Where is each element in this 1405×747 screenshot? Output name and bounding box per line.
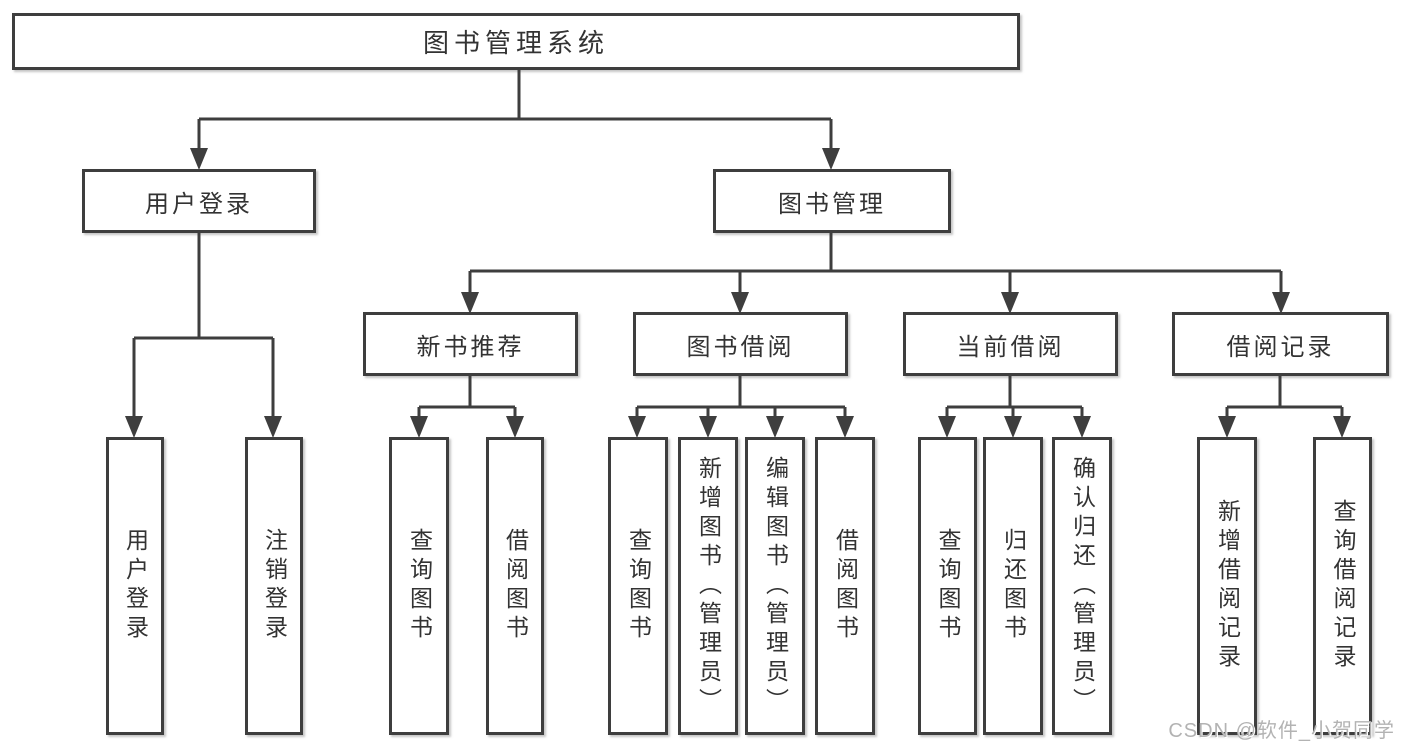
leaf-borrowing-add-books-admin-label: 新增图书（管理员） xyxy=(695,455,722,717)
leaf-logout: 注销登录 xyxy=(245,437,303,735)
node-borrow-records: 借阅记录 xyxy=(1172,312,1389,376)
leaf-records-query-record: 查询借阅记录 xyxy=(1313,437,1372,735)
node-new-book-recommend-label: 新书推荐 xyxy=(416,333,525,361)
node-book-borrowing: 图书借阅 xyxy=(633,312,848,376)
csdn-watermark: CSDN @软件_小贺同学 xyxy=(1168,720,1395,742)
node-borrow-records-label: 借阅记录 xyxy=(1226,333,1335,361)
leaf-current-query-books-label: 查询图书 xyxy=(935,528,961,644)
root-node-label: 图书管理系统 xyxy=(422,28,609,58)
leaf-recommend-borrow-books: 借阅图书 xyxy=(486,437,544,735)
node-current-borrowing-label: 当前借阅 xyxy=(956,333,1065,361)
leaf-borrowing-edit-books-admin-label: 编辑图书（管理员） xyxy=(762,455,789,717)
node-user-login: 用户登录 xyxy=(82,169,316,233)
leaf-current-confirm-return-admin: 确认归还（管理员） xyxy=(1052,437,1112,735)
leaf-records-query-record-label: 查询借阅记录 xyxy=(1330,499,1356,673)
leaf-borrowing-edit-books-admin: 编辑图书（管理员） xyxy=(745,437,805,735)
leaf-borrowing-query-books: 查询图书 xyxy=(608,437,668,735)
leaf-borrowing-add-books-admin: 新增图书（管理员） xyxy=(678,437,738,735)
leaf-logout-label: 注销登录 xyxy=(261,528,288,644)
leaf-current-confirm-return-admin-label: 确认归还（管理员） xyxy=(1069,455,1096,717)
leaf-user-login-label: 用户登录 xyxy=(122,528,149,644)
node-new-book-recommend: 新书推荐 xyxy=(363,312,578,376)
root-node-library-system: 图书管理系统 xyxy=(12,13,1020,70)
leaf-user-login: 用户登录 xyxy=(106,437,164,735)
leaf-borrowing-borrow-books: 借阅图书 xyxy=(815,437,875,735)
leaf-borrowing-borrow-books-label: 借阅图书 xyxy=(832,528,859,644)
leaf-recommend-query-books: 查询图书 xyxy=(389,437,449,735)
node-current-borrowing: 当前借阅 xyxy=(903,312,1118,376)
node-book-management: 图书管理 xyxy=(713,169,951,233)
leaf-current-return-books-label: 归还图书 xyxy=(1000,528,1027,644)
leaf-borrowing-query-books-label: 查询图书 xyxy=(625,528,652,644)
node-user-login-label: 用户登录 xyxy=(145,190,253,218)
leaf-records-add-record-label: 新增借阅记录 xyxy=(1214,499,1241,673)
node-book-borrowing-label: 图书借阅 xyxy=(686,333,795,361)
node-book-management-label: 图书管理 xyxy=(778,190,886,218)
leaf-recommend-borrow-books-label: 借阅图书 xyxy=(502,528,529,644)
leaf-records-add-record: 新增借阅记录 xyxy=(1197,437,1257,735)
leaf-recommend-query-books-label: 查询图书 xyxy=(406,528,433,644)
leaf-current-return-books: 归还图书 xyxy=(983,437,1043,735)
leaf-current-query-books: 查询图书 xyxy=(918,437,977,735)
